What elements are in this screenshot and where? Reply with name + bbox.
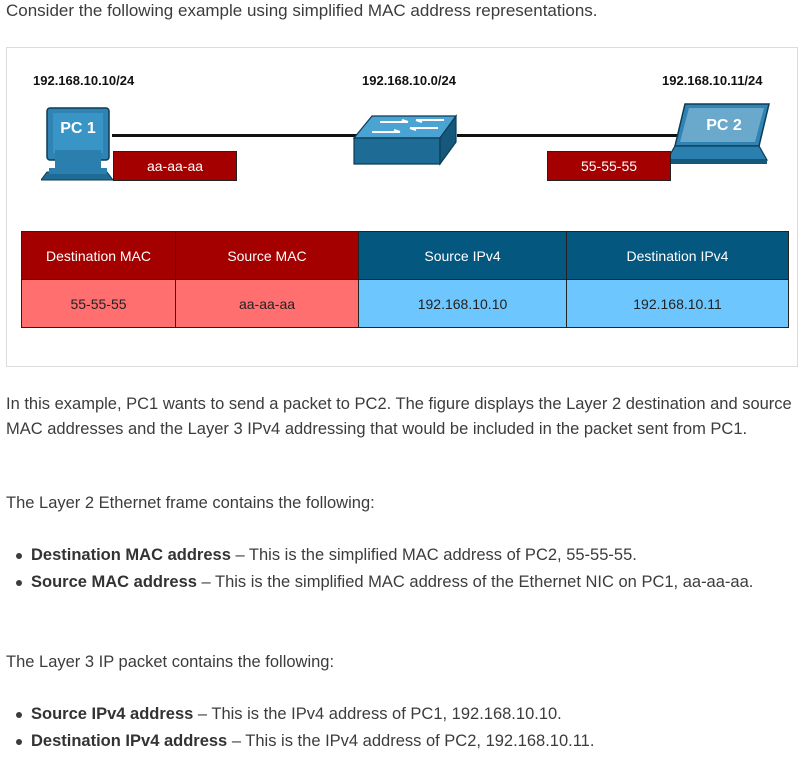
- layer2-list: Destination MAC address – This is the si…: [6, 543, 801, 597]
- link-switch-pc2: [457, 134, 677, 137]
- list-item: Source IPv4 address – This is the IPv4 a…: [16, 702, 801, 727]
- list-text: – This is the simplified MAC address of …: [230, 546, 637, 564]
- pc2-icon: PC 2: [667, 103, 770, 164]
- pc2-mac-tag: 55-55-55: [547, 151, 671, 181]
- list-item: Destination MAC address – This is the si…: [16, 543, 801, 568]
- header-source-ipv4: Source IPv4: [358, 231, 567, 280]
- network-figure: 192.168.10.10/24 192.168.10.0/24 192.168…: [6, 47, 798, 367]
- value-destination-ipv4: 192.168.10.11: [566, 279, 789, 328]
- list-text: – This is the IPv4 address of PC2, 192.1…: [227, 732, 595, 750]
- header-destination-mac: Destination MAC: [21, 231, 176, 280]
- list-term: Destination IPv4 address: [31, 732, 228, 750]
- list-item: Source MAC address – This is the simplif…: [16, 570, 801, 595]
- layer3-list: Source IPv4 address – This is the IPv4 a…: [6, 702, 801, 756]
- paragraph-layer2: The Layer 2 Ethernet frame contains the …: [6, 494, 375, 512]
- list-item: Destination IPv4 address – This is the I…: [16, 729, 801, 754]
- pc1-mac-tag: aa-aa-aa: [113, 151, 237, 181]
- value-source-mac: aa-aa-aa: [175, 279, 359, 328]
- link-pc1-switch: [112, 134, 362, 137]
- network-ip-label: 192.168.10.0/24: [362, 73, 456, 88]
- value-source-ipv4: 192.168.10.10: [358, 279, 567, 328]
- list-term: Source MAC address: [31, 573, 197, 591]
- intro-text: Consider the following example using sim…: [6, 1, 598, 20]
- pc2-ip-label: 192.168.10.11/24: [662, 73, 763, 88]
- frame-value-row: 55-55-55 aa-aa-aa 192.168.10.10 192.168.…: [21, 279, 789, 328]
- paragraph-example: In this example, PC1 wants to send a pac…: [6, 395, 792, 438]
- frame-table: Destination MAC Source MAC Source IPv4 D…: [21, 231, 789, 328]
- header-destination-ipv4: Destination IPv4: [566, 231, 789, 280]
- pc1-icon: PC 1: [41, 107, 114, 181]
- pc2-label: PC 2: [706, 117, 742, 134]
- switch-icon: [352, 114, 458, 166]
- pc1-ip-label: 192.168.10.10/24: [33, 73, 135, 88]
- header-source-mac: Source MAC: [175, 231, 359, 280]
- pc1-label: PC 1: [60, 120, 96, 137]
- list-text: – This is the simplified MAC address of …: [196, 573, 754, 591]
- frame-header-row: Destination MAC Source MAC Source IPv4 D…: [21, 231, 789, 280]
- value-destination-mac: 55-55-55: [21, 279, 176, 328]
- paragraph-layer3: The Layer 3 IP packet contains the follo…: [6, 653, 335, 671]
- list-text: – This is the IPv4 address of PC1, 192.1…: [193, 705, 562, 723]
- list-term: Destination MAC address: [31, 546, 231, 564]
- list-term: Source IPv4 address: [31, 705, 194, 723]
